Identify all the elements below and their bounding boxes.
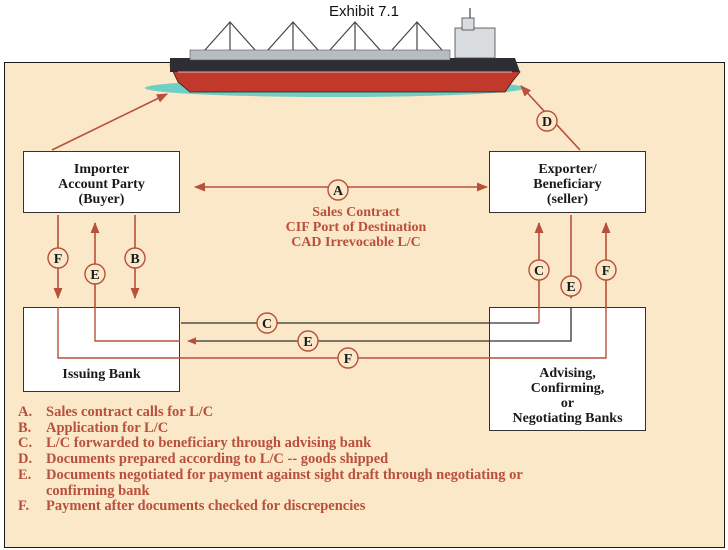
svg-text:F: F <box>344 352 353 367</box>
advising-line-2: Confirming, <box>530 381 605 396</box>
legend-list: A.Sales contract calls for L/C B.Applica… <box>18 404 718 515</box>
center-line-1: Sales Contract <box>312 205 400 220</box>
svg-text:B: B <box>130 252 139 267</box>
center-line-2: CIF Port of Destination <box>285 220 427 235</box>
legend-item: confirming bank <box>46 482 150 499</box>
legend-item: F.Payment after documents checked for di… <box>18 498 366 515</box>
circle-label-c-exporter: C <box>528 259 550 281</box>
cargo-ship-illustration <box>145 8 525 97</box>
legend-item: E.Documents negotiated for payment again… <box>18 466 523 483</box>
svg-text:C: C <box>262 317 272 332</box>
ship-deck <box>189 49 451 61</box>
svg-text:E: E <box>303 335 312 350</box>
exporter-line-1: Exporter/ <box>538 162 597 177</box>
center-line-3: CAD Irrevocable L/C <box>291 235 421 250</box>
line-e-banks <box>187 307 572 345</box>
circle-label-b-importer: B <box>124 247 146 269</box>
exporter-line-3: (seller) <box>546 192 589 207</box>
svg-text:F: F <box>54 252 63 267</box>
svg-text:E: E <box>90 268 99 283</box>
legend-item: C.L/C forwarded to beneficiary through a… <box>18 435 372 452</box>
circle-label-f-exporter: F <box>595 259 617 281</box>
line-e-issuing-inner <box>94 307 180 342</box>
legend-item: A.Sales contract calls for L/C <box>18 404 214 420</box>
circle-label-f-importer: F <box>47 247 69 269</box>
legend-item: B.Application for L/C <box>18 419 169 436</box>
ship-hull-upper <box>170 58 520 72</box>
issuing-bank-label: Issuing Bank <box>62 367 141 382</box>
circle-label-e-exporter: E <box>560 275 582 297</box>
circle-label-e-importer: E <box>84 263 106 285</box>
circle-label-a: A <box>327 179 349 201</box>
legend-item: D.Documents prepared according to L/C --… <box>18 451 389 468</box>
ship-cranes <box>204 21 443 51</box>
label-a-text: A <box>333 184 344 199</box>
circle-label-e-banks: E <box>297 330 319 352</box>
sales-contract-label: Sales Contract CIF Port of Destination C… <box>236 205 476 250</box>
advising-line-4: Negotiating Banks <box>512 411 623 426</box>
importer-line-1: Importer <box>73 162 130 177</box>
circle-label-f-banks: F <box>337 347 359 369</box>
importer-line-2: Account Party <box>58 177 145 192</box>
circle-label-d: D <box>536 110 558 132</box>
importer-line-3: (Buyer) <box>78 192 125 207</box>
exporter-box: Exporter/ Beneficiary (seller) <box>489 151 646 213</box>
advising-line-3: or <box>560 396 575 411</box>
advising-line-1: Advising, <box>539 366 596 381</box>
circle-label-c-banks: C <box>256 312 278 334</box>
advising-bank-box: Advising, Confirming, or Negotiating Ban… <box>489 307 646 431</box>
exhibit-title: Exhibit 7.1 <box>328 3 400 20</box>
svg-text:F: F <box>602 264 611 279</box>
label-d-text: D <box>542 115 552 130</box>
svg-text:E: E <box>566 280 575 295</box>
svg-text:C: C <box>534 264 544 279</box>
importer-box: Importer Account Party (Buyer) <box>23 151 180 213</box>
ship-superstructure <box>454 27 496 59</box>
diagram-panel <box>4 62 725 548</box>
exporter-line-2: Beneficiary <box>533 177 602 192</box>
line-f-banks <box>57 307 607 359</box>
arrow-ship-to-importer <box>51 93 169 151</box>
issuing-bank-box: Issuing Bank <box>23 307 180 392</box>
